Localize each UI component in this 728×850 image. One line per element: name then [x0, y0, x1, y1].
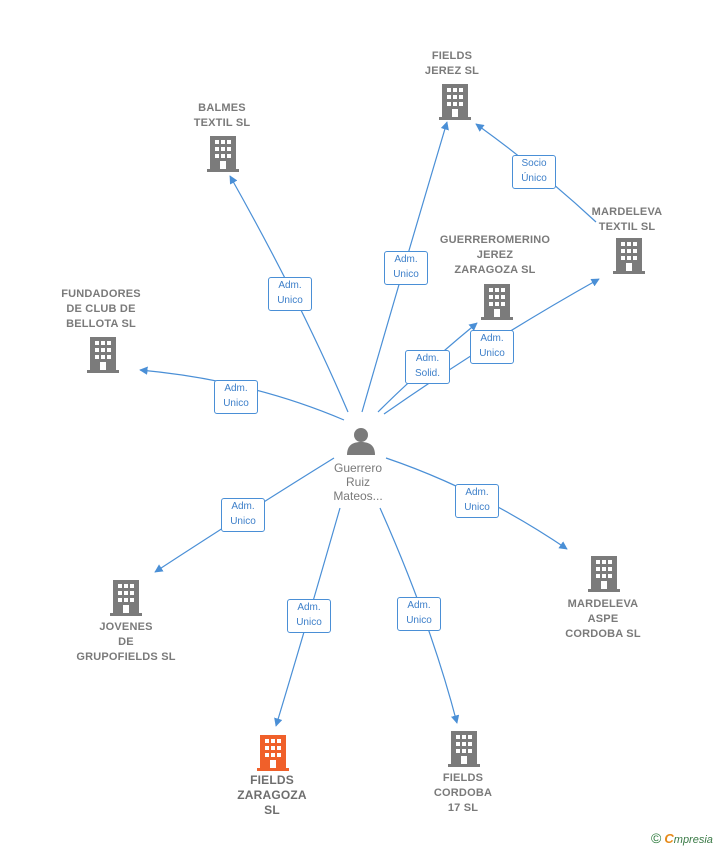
label-line: Unico: [393, 269, 419, 280]
label-line: Unico: [230, 516, 256, 527]
building-icon-highlight: [257, 735, 289, 771]
company-label-guerreromerino[interactable]: GUERREROMERINO JEREZ ZARAGOZA SL: [432, 233, 558, 278]
label-line: GRUPOFIELDS SL: [76, 651, 176, 663]
label-line: ZARAGOZA: [237, 788, 307, 802]
label-line: Unico: [277, 295, 303, 306]
label-line: FIELDS: [250, 773, 294, 787]
label-line: Unico: [479, 348, 505, 359]
label-line: CORDOBA: [433, 787, 493, 799]
label-line: Ruiz: [345, 475, 370, 489]
label-line: Único: [521, 173, 547, 184]
label-line: Mateos...: [333, 489, 383, 503]
company-label-balmes[interactable]: BALMES TEXTIL SL: [172, 101, 272, 131]
label-line: DE: [118, 636, 134, 648]
brand-watermark[interactable]: © Cmpresia: [651, 830, 713, 846]
label-line: BELLOTA SL: [66, 318, 136, 330]
label-line: Adm.: [394, 254, 418, 265]
label-line: JEREZ SL: [424, 65, 480, 77]
person-icon: [347, 428, 375, 455]
label-line: BALMES: [198, 102, 246, 114]
relation-label-fields-zaragoza[interactable]: Adm. Unico: [287, 599, 331, 633]
relation-label-socio[interactable]: Socio Único: [512, 155, 556, 189]
building-icon: [613, 238, 645, 274]
relation-label-fields-jerez[interactable]: Adm. Unico: [384, 251, 428, 285]
building-icon: [481, 284, 513, 320]
label-line: SL: [264, 803, 280, 817]
label-line: DE CLUB DE: [66, 303, 136, 315]
building-icon: [87, 337, 119, 373]
label-line: Solid.: [414, 368, 440, 379]
label-line: Adm.: [231, 501, 255, 512]
label-line: JOVENES: [99, 621, 153, 633]
company-label-jovenes[interactable]: JOVENES DE GRUPOFIELDS SL: [66, 620, 186, 665]
relation-label-guerreromerino[interactable]: Adm. Solid.: [405, 350, 450, 384]
label-line: Adm.: [480, 333, 504, 344]
label-line: CORDOBA SL: [565, 628, 641, 640]
label-line: FIELDS: [442, 772, 484, 784]
relation-label-mardeleva-aspe[interactable]: Adm. Unico: [455, 484, 499, 518]
label-line: Socio: [521, 158, 547, 169]
company-label-fields-jerez[interactable]: FIELDS JEREZ SL: [402, 49, 502, 79]
relation-label-jovenes[interactable]: Adm. Unico: [221, 498, 265, 532]
label-line: Adm.: [415, 353, 440, 364]
label-line: Adm.: [465, 487, 489, 498]
label-line: MARDELEVA: [567, 598, 639, 610]
company-label-fields-zaragoza[interactable]: FIELDS ZARAGOZA SL: [222, 773, 322, 818]
relation-label-fields-cordoba[interactable]: Adm. Unico: [397, 597, 441, 631]
building-icon: [439, 84, 471, 120]
label-line: 17 SL: [447, 802, 479, 814]
label-line: JEREZ: [476, 249, 514, 261]
company-label-fields-cordoba[interactable]: FIELDS CORDOBA 17 SL: [413, 771, 513, 816]
label-line: Adm.: [297, 602, 321, 613]
label-line: TEXTIL SL: [193, 117, 251, 129]
building-icon: [207, 136, 239, 172]
label-line: Unico: [296, 617, 322, 628]
label-line: ASPE: [587, 613, 619, 625]
label-line: Adm.: [278, 280, 302, 291]
label-line: Unico: [406, 615, 432, 626]
label-line: TEXTIL SL: [598, 221, 656, 233]
building-icon: [448, 731, 480, 767]
label-line: GUERREROMERINO: [439, 234, 551, 246]
copyright-icon: ©: [651, 830, 662, 846]
brand-name: mpresia: [673, 834, 713, 846]
label-line: ZARAGOZA SL: [454, 264, 536, 276]
label-line: Guerrero: [333, 461, 383, 475]
building-icon: [588, 556, 620, 592]
label-line: FIELDS: [431, 50, 473, 62]
center-person-label[interactable]: Guerrero Ruiz Mateos...: [318, 461, 398, 503]
company-label-mardeleva-aspe[interactable]: MARDELEVA ASPE CORDOBA SL: [553, 597, 653, 642]
label-line: Adm.: [407, 600, 431, 611]
brand-initial: C: [664, 831, 674, 846]
label-line: MARDELEVA: [591, 206, 663, 218]
label-line: FUNDADORES: [61, 288, 141, 300]
relation-label-mardeleva-textil[interactable]: Adm. Unico: [470, 330, 514, 364]
label-line: Unico: [464, 502, 490, 513]
label-line: Unico: [223, 398, 249, 409]
company-label-fundadores[interactable]: FUNDADORES DE CLUB DE BELLOTA SL: [51, 287, 151, 332]
relation-label-fundadores[interactable]: Adm. Unico: [214, 380, 258, 414]
company-label-mardeleva-textil[interactable]: MARDELEVA TEXTIL SL: [577, 205, 677, 235]
relation-label-balmes[interactable]: Adm. Unico: [268, 277, 312, 311]
label-line: Adm.: [224, 383, 248, 394]
building-icon: [110, 580, 142, 616]
